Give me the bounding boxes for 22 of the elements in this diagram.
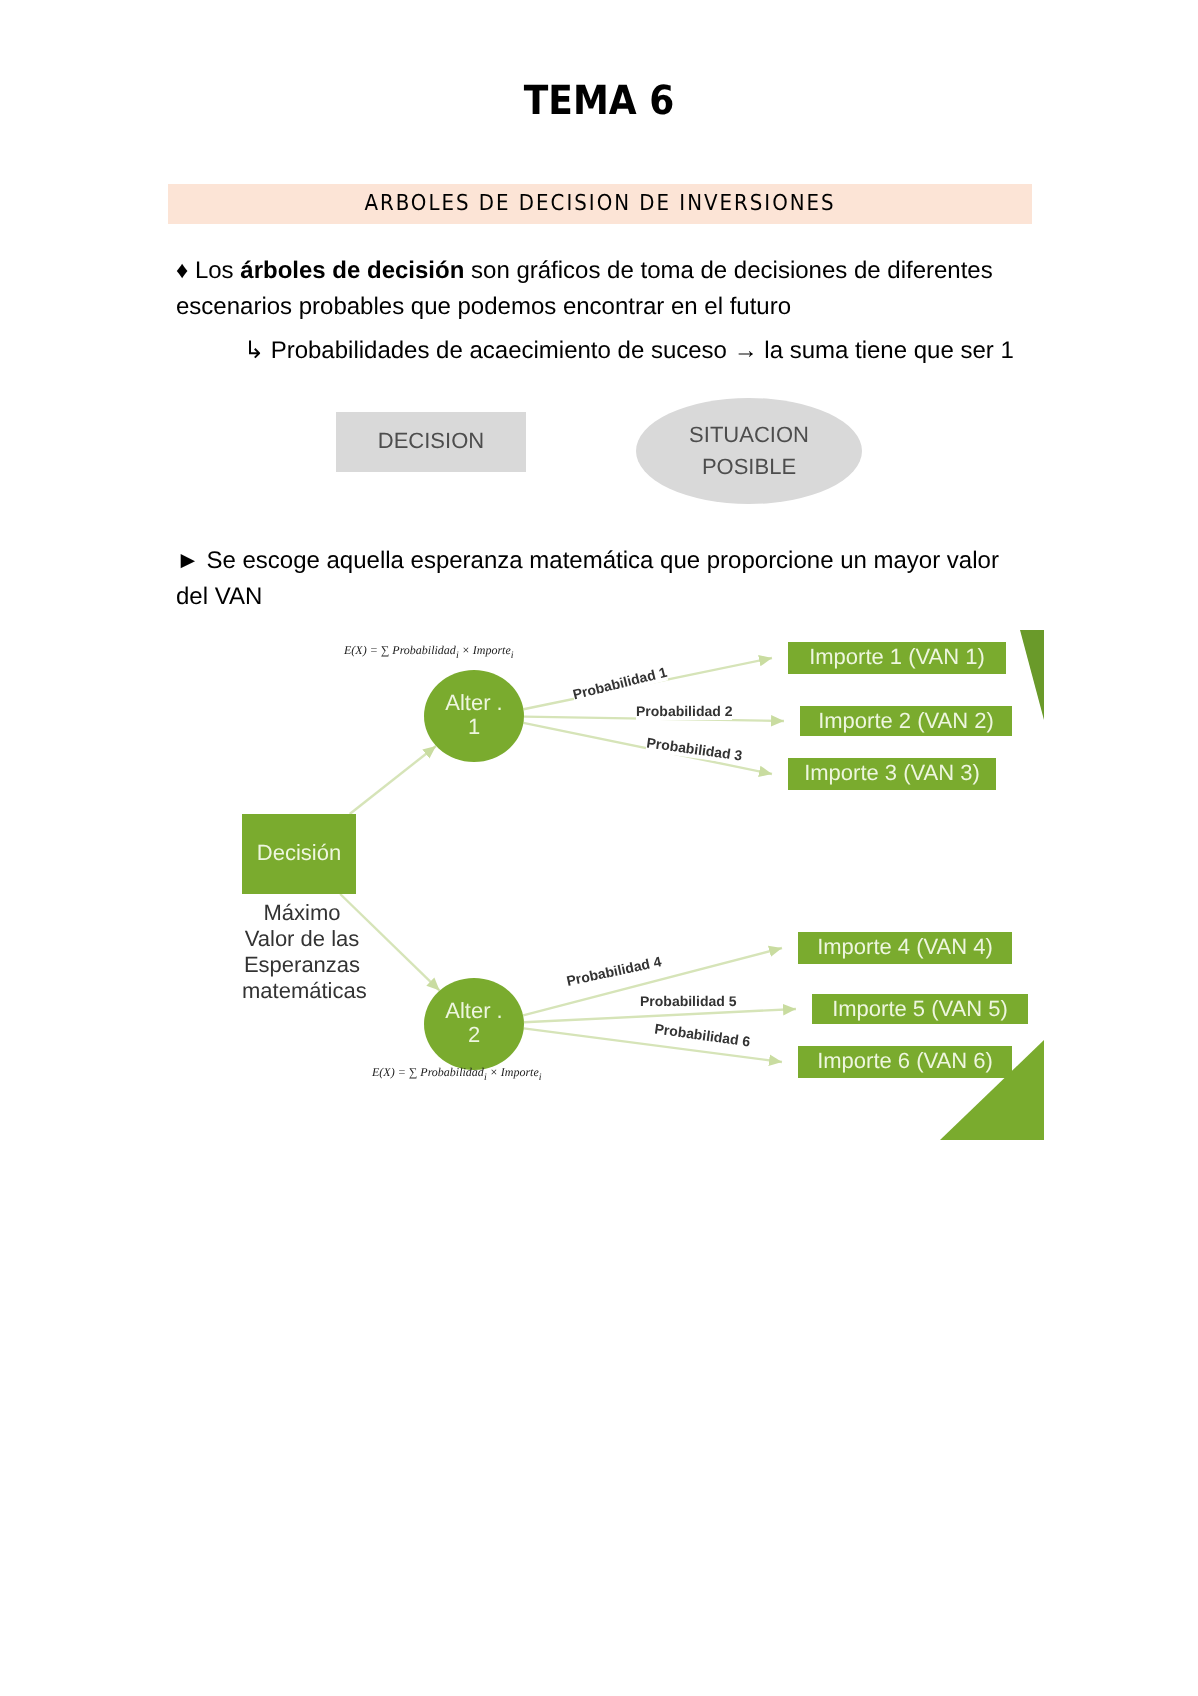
paragraph: ► Se escoge aquella esperanza matemática que proporcione un mayor valor del VAN (176, 544, 1001, 614)
outcome-box: Importe 1 (VAN 1) (788, 642, 1006, 674)
decision-box: Decisión (242, 814, 356, 894)
note-text: ↳ Probabilidades de acaecimiento de suceso → la suma tiene que ser 1 (244, 336, 1016, 364)
outcome-box: Importe 5 (VAN 5) (812, 994, 1028, 1024)
arrow (523, 1003, 797, 1024)
outcome-box: Importe 4 (VAN 4) (798, 932, 1012, 964)
outcome-box: Importe 2 (VAN 2) (800, 706, 1012, 736)
arrow (522, 945, 783, 1017)
arrow (339, 893, 441, 992)
page-title: TEMA 6 (521, 76, 677, 124)
outcome-box: Importe 6 (VAN 6) (798, 1046, 1012, 1078)
arrow (523, 1027, 783, 1067)
situation-ellipse: SITUACION POSIBLE (636, 398, 862, 504)
caption-text: Máximo Valor de las Esperanzas matemáticas (242, 902, 362, 1006)
alternative-circle: Alter . 2 (424, 978, 524, 1070)
decision-box: DECISION (336, 412, 526, 472)
alternative-circle: Alter . 1 (424, 670, 524, 762)
section-banner: ARBOLES DE DECISION DE INVERSIONES (168, 184, 1032, 224)
outcome-box: Importe 3 (VAN 3) (788, 758, 996, 790)
paragraph: ♦ Los árboles de decisión son gráficos de toma de decisiones de diferentes escenarios probables que podemos encontrar en el futuro (176, 254, 995, 324)
arrow (348, 745, 437, 815)
